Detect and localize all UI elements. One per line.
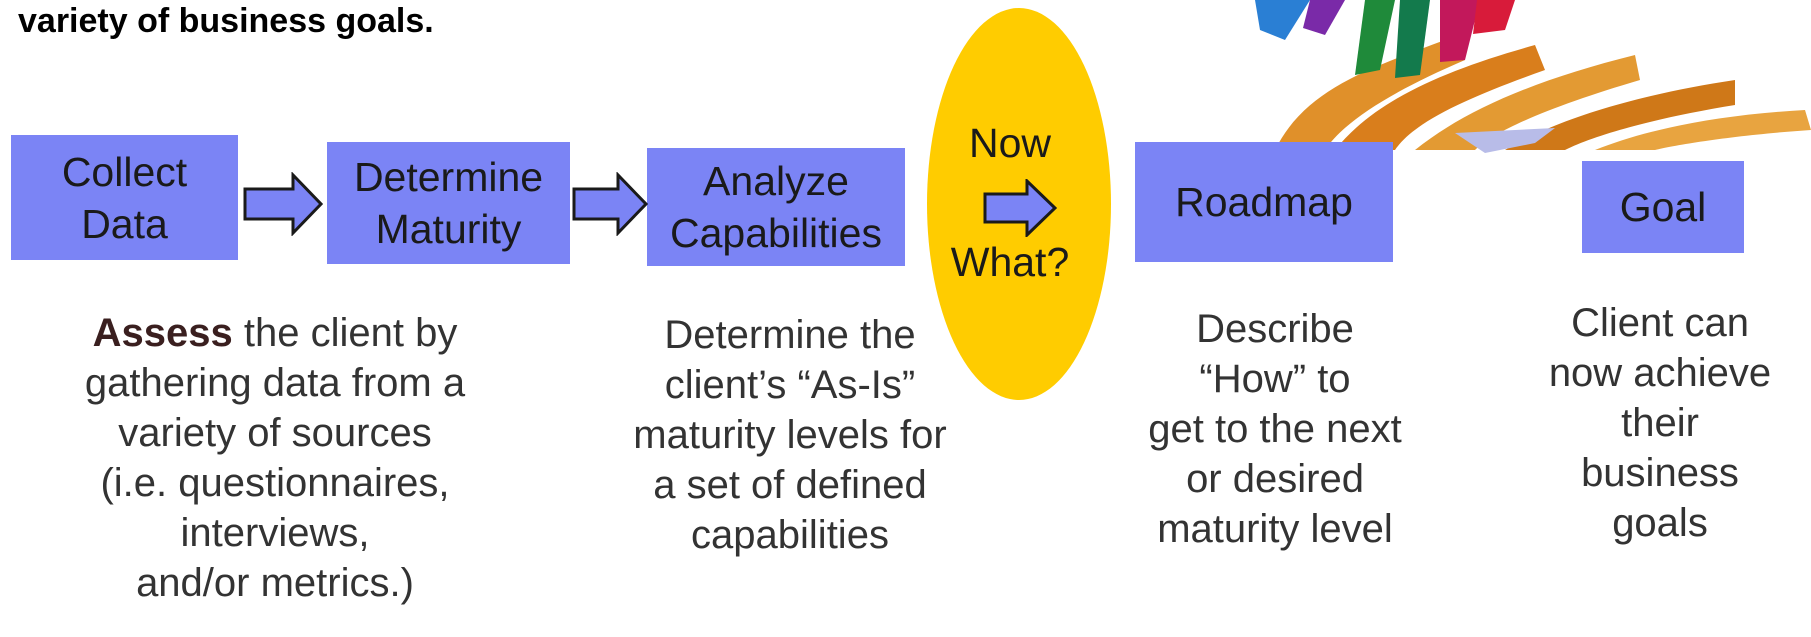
step-determine-maturity: Determine Maturity (327, 142, 570, 264)
step-roadmap: Roadmap (1135, 142, 1393, 262)
description-analyze: Determine the client’s “As-Is” maturity … (633, 313, 947, 557)
step-label: Collect Data (61, 148, 188, 247)
oval-text-bottom: What? (950, 239, 1070, 285)
description-roadmap: Describe “How” to get to the next or des… (1148, 307, 1402, 551)
clipart-shadow-icon (1455, 128, 1555, 153)
step-analyze-capabilities: Analyze Capabilities (647, 148, 905, 266)
arrow-right-icon (243, 172, 323, 236)
description-assess-text: the client by gathering data from a vari… (84, 311, 466, 605)
step-label: Roadmap (1175, 179, 1353, 225)
step-label: Goal (1619, 184, 1707, 230)
description-assess-bold: Assess (92, 311, 233, 355)
arrow-right-icon (983, 179, 1057, 237)
description-goal: Client can now achieve their business go… (1548, 301, 1772, 545)
hands-clipart-icon (1255, 0, 1811, 150)
page-heading: variety of business goals. (18, 2, 434, 40)
step-label: Determine Maturity (353, 154, 544, 252)
oval-text-top: Now (968, 120, 1052, 166)
step-goal: Goal (1582, 161, 1744, 253)
description-assess: Assess the client by gathering data from… (40, 308, 510, 608)
step-collect-data: Collect Data (11, 135, 238, 260)
arrow-right-icon (572, 172, 648, 236)
step-label: Analyze Capabilities (670, 158, 882, 256)
